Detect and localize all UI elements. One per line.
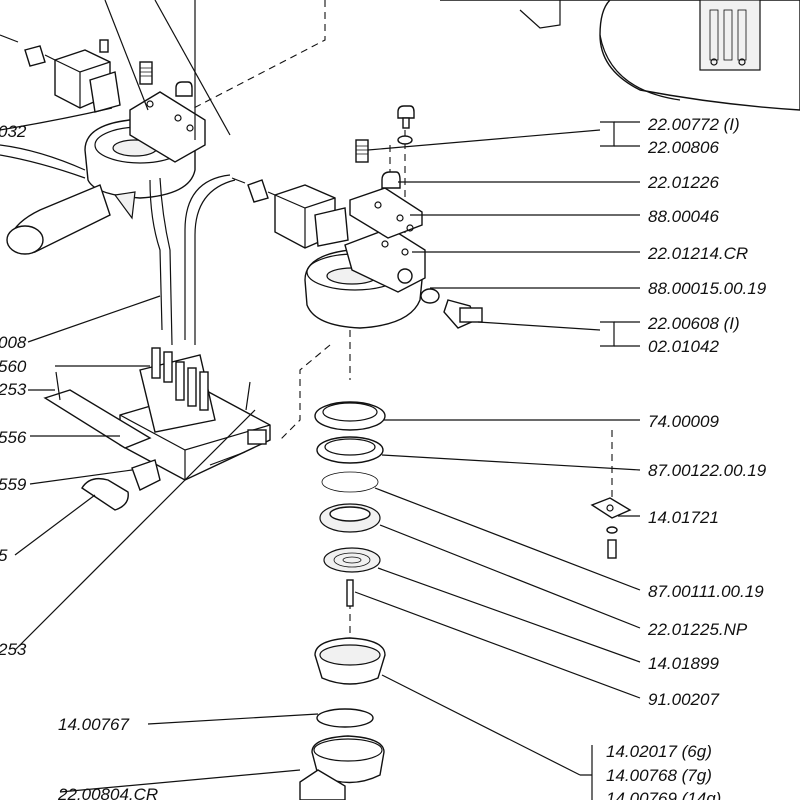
label-88-00046: 88.00046	[648, 207, 719, 226]
label-22-00804: 22.00804.CR	[57, 785, 158, 800]
portafilter	[299, 735, 385, 800]
distribution-block	[43, 347, 271, 511]
connecting-tubes	[104, 0, 236, 346]
label-22-01225: 22.01225.NP	[647, 620, 748, 639]
bracket-14-01721	[590, 497, 632, 559]
label-22-00608: 22.00608 (I)	[647, 314, 740, 333]
label-032: 032	[0, 122, 27, 141]
label-560: 560	[0, 357, 27, 376]
label-14-01721: 14.01721	[648, 508, 719, 527]
spring-clip	[316, 708, 374, 728]
right-group-head	[304, 227, 426, 329]
left-head-fittings	[139, 61, 193, 97]
label-22-01226: 22.01226	[647, 173, 719, 192]
boiler-tank	[440, 0, 800, 111]
middle-solenoid-valve	[231, 177, 349, 249]
label-14-02017: 14.02017 (6g)	[606, 742, 712, 761]
filter-basket	[314, 637, 386, 685]
left-group-head	[0, 91, 206, 255]
label-14-00769: 14.00769 (14g)	[606, 789, 721, 800]
label-88-00015: 88.00015.00.19	[648, 279, 767, 298]
right-head-fittings	[355, 105, 483, 329]
label-91-00207: 91.00207	[648, 690, 719, 709]
seal-stack	[314, 401, 386, 607]
label-22-01214: 22.01214.CR	[647, 244, 748, 263]
label-556: 556	[0, 428, 27, 447]
label-22-00772: 22.00772 (I)	[647, 115, 740, 134]
label-87-00111: 87.00111.00.19	[648, 582, 764, 601]
label-74-00009: 74.00009	[648, 412, 719, 431]
left-solenoid-valve	[0, 34, 121, 113]
gasket-plate	[349, 187, 423, 239]
label-87-00122: 87.00122.00.19	[648, 461, 767, 480]
part-labels: 22.00772 (I) 22.00806 22.01226 88.00046 …	[0, 115, 767, 800]
label-559: 559	[0, 475, 27, 494]
label-14-00767: 14.00767	[58, 715, 129, 734]
label-14-00768: 14.00768 (7g)	[606, 766, 712, 785]
label-22-00806: 22.00806	[647, 138, 719, 157]
leader-lines	[0, 107, 641, 800]
label-14-01899: 14.01899	[648, 654, 719, 673]
label-02-01042: 02.01042	[648, 337, 719, 356]
label-5: 5	[0, 546, 8, 565]
label-008: 008	[0, 333, 27, 352]
assembly-guide-lines	[189, 0, 613, 640]
label-253b: 253	[0, 640, 27, 659]
label-253a: 253	[0, 380, 27, 399]
